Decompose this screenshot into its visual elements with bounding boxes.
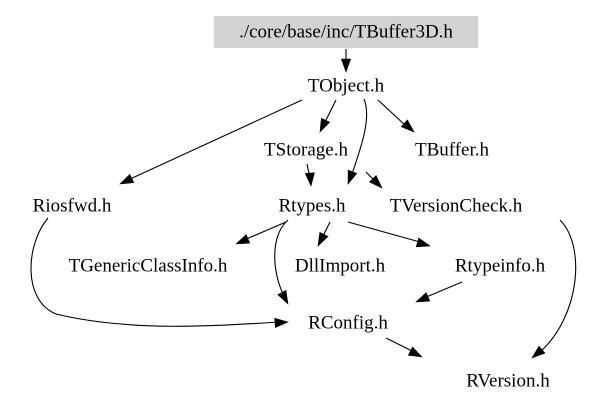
node-label-rversion: RVersion.h: [466, 370, 550, 391]
graph-node-tbuffer3d[interactable]: ./core/base/inc/TBuffer3D.h: [213, 16, 479, 48]
node-label-tbuffer3d: ./core/base/inc/TBuffer3D.h: [239, 21, 453, 42]
graph-node-rtypeinfo[interactable]: Rtypeinfo.h: [455, 255, 546, 276]
edge-line: [127, 99, 303, 181]
graph-node-tstorage[interactable]: TStorage.h: [264, 139, 348, 160]
node-label-dllimport: DllImport.h: [295, 255, 386, 276]
node-label-tobject: TObject.h: [308, 75, 385, 96]
edge-line: [351, 98, 368, 175]
arrow-head: [119, 173, 135, 185]
node-background: [213, 16, 479, 48]
e-tobject-tbuffer: [377, 99, 415, 133]
arrow-head: [277, 289, 289, 305]
e-tbuffer-tversioncheck: [365, 171, 383, 189]
node-label-riosfwd: Riosfwd.h: [33, 195, 112, 216]
node-label-rconfig: RConfig.h: [308, 312, 388, 333]
arrow-head: [407, 346, 423, 358]
arrow-head: [317, 231, 329, 247]
e-rtypes-rconfig: [274, 219, 289, 305]
e-rconfig-rversion: [385, 337, 423, 358]
arrow-head: [415, 237, 431, 248]
edge-line: [323, 99, 337, 125]
arrow-head: [400, 119, 415, 133]
node-label-tgenericclassinfo: TGenericClassInfo.h: [69, 255, 228, 276]
arrow-head: [274, 317, 289, 328]
graph-node-tgenericclassinfo[interactable]: TGenericClassInfo.h: [69, 255, 228, 276]
e-rtypeinfo-rconfig: [415, 281, 463, 303]
e-rtypes-rtypeinfo: [347, 221, 431, 248]
graph-node-tobject[interactable]: TObject.h: [308, 75, 385, 96]
graph-node-rconfig[interactable]: RConfig.h: [308, 312, 388, 333]
arrow-head: [304, 172, 315, 187]
graph-node-riosfwd[interactable]: Riosfwd.h: [33, 195, 112, 216]
edge-line: [385, 337, 415, 353]
e-tobject-tstorage: [319, 99, 337, 133]
e-tstorage-rtypes: [304, 163, 315, 187]
node-label-tstorage: TStorage.h: [264, 139, 348, 160]
arrow-head: [347, 169, 358, 185]
node-label-tbuffer: TBuffer.h: [415, 139, 490, 160]
edge-line: [274, 219, 289, 297]
e-tobject-rtypes: [347, 98, 368, 185]
graph-node-tversioncheck[interactable]: TVersionCheck.h: [390, 195, 523, 216]
edge-line: [243, 221, 287, 241]
e-tversioncheck-rversion: [531, 219, 577, 359]
node-layer: ./core/base/inc/TBuffer3D.hTObject.hTSto…: [33, 16, 550, 391]
arrow-head: [235, 234, 251, 245]
e-rtypes-tgenericclassinfo: [235, 221, 287, 245]
graph-node-rversion[interactable]: RVersion.h: [466, 370, 550, 391]
arrow-head: [340, 58, 352, 73]
arrow-head: [369, 175, 383, 189]
e-riosfwd-rconfig: [30, 217, 289, 328]
e-tobject-riosfwd: [119, 99, 303, 185]
e-rtypes-dllimport: [317, 221, 331, 247]
edge-line: [539, 219, 577, 353]
edge-line: [423, 281, 463, 299]
edge-line: [377, 99, 407, 127]
node-label-rtypeinfo: Rtypeinfo.h: [455, 255, 546, 276]
node-label-tversioncheck: TVersionCheck.h: [390, 195, 523, 216]
arrow-head: [415, 292, 431, 303]
edge-layer: [30, 49, 577, 359]
arrow-head: [319, 117, 331, 133]
graph-node-dllimport[interactable]: DllImport.h: [295, 255, 386, 276]
arrow-head: [531, 345, 546, 359]
graph-node-rtypes[interactable]: Rtypes.h: [278, 195, 346, 216]
edge-line: [347, 221, 421, 243]
graph-node-tbuffer[interactable]: TBuffer.h: [415, 139, 490, 160]
edge-line: [30, 217, 279, 327]
e-tbuffer3d-tobject: [340, 49, 352, 73]
node-label-rtypes: Rtypes.h: [278, 195, 346, 216]
